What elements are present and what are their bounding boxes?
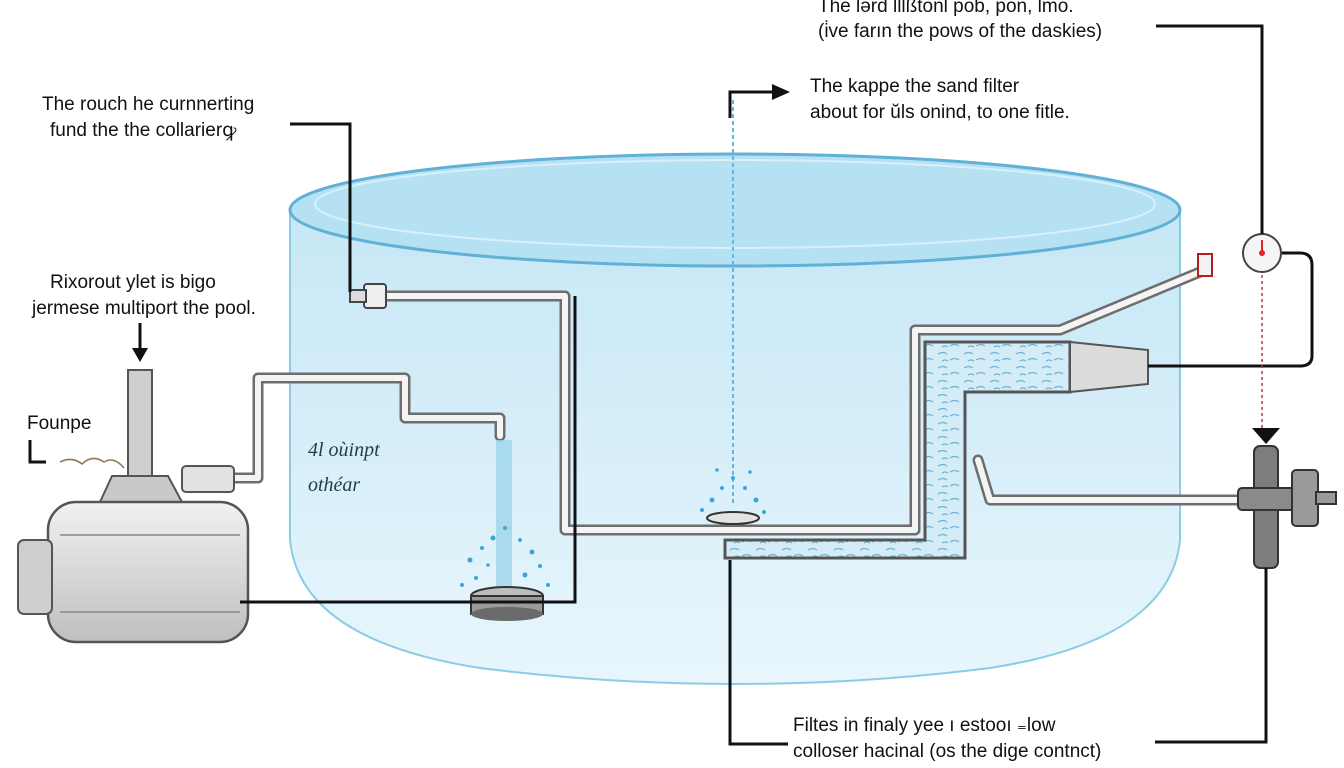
label-bottom-2: colloser hacinal (os the dige contnct): [793, 741, 1101, 762]
pool-wall: [289, 209, 1181, 685]
pump-icon: [17, 369, 250, 644]
label-pool-inner-2: othéar: [308, 474, 360, 496]
label-bottom-1: Filtes in finaly yee ı estooı ₌low: [793, 715, 1056, 736]
inlet-icon: [349, 283, 387, 309]
water-stream: [496, 440, 512, 590]
label-top-right-1: The lərd lllßtonl pob, pon, lmo.: [818, 0, 1074, 17]
valve-icon: [1237, 428, 1337, 569]
label-top-right-2: (i̇ve farın the pows of the daskies): [818, 21, 1102, 42]
spray-cluster-left: [460, 526, 550, 587]
label-top-left-1: The rouch he curnnerting: [42, 94, 254, 115]
suction-pipe: [379, 266, 1206, 536]
label-pump-top-2: jermese multiport the pool.: [31, 298, 256, 319]
label-pump-left: Founpe: [27, 413, 91, 434]
callout-lines: [28, 24, 1268, 746]
return-pipe: [226, 372, 506, 484]
sand-filter: [723, 340, 1210, 560]
water-surface-highlight: [314, 159, 1156, 249]
water-surface: [288, 152, 1182, 268]
filter-nozzle: [1069, 340, 1149, 394]
label-sand-filter-2: about for ŭls onind, to one fitle.: [810, 102, 1070, 123]
gauge-icon: [1197, 233, 1314, 430]
drain-icon: [470, 586, 544, 621]
label-pump-top-1: Rixorout ylet is bigo: [50, 272, 216, 293]
fountain-jet: [700, 100, 766, 525]
label-pool-inner-1: 4l oùinpt: [308, 439, 380, 461]
label-sand-filter-1: The kappe the sand filter: [810, 76, 1020, 97]
outlet-pipe: [972, 454, 1246, 506]
label-top-left-2: fund the the collarierꝙ: [50, 120, 237, 141]
